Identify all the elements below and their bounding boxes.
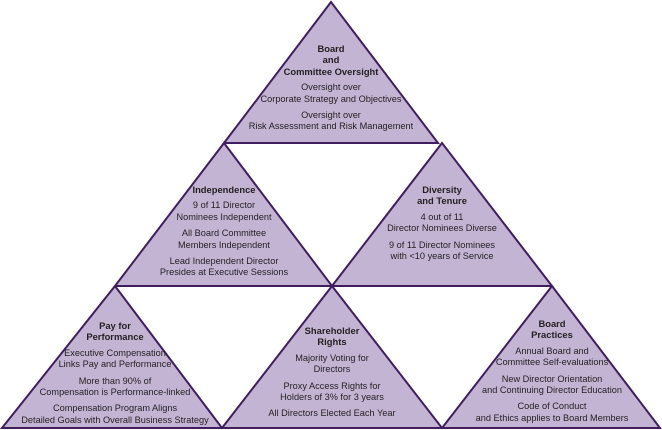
section-item-line: Compensation Program Aligns: [52, 403, 178, 414]
section-title-line: Board: [538, 318, 566, 329]
section-item-line: Corporate Strategy and Objectives: [260, 93, 402, 104]
section-item-line: 9 of 11 Director: [192, 200, 256, 211]
section-title: Independence: [160, 184, 288, 195]
section-item-line: 4 out of 11: [420, 211, 464, 222]
section-item: All Directors Elected Each Year: [268, 408, 395, 419]
section-item-line: Oversight over: [301, 110, 361, 121]
section-title-line: Pay for: [99, 320, 131, 331]
section-item-line: Annual Board and: [515, 345, 589, 356]
section-title-line: Practices: [531, 329, 573, 341]
section-item-line: Director Nominees Diverse: [387, 223, 497, 234]
section-item-line: Detailed Goals with Overall Business Str…: [21, 414, 209, 425]
section-item-line: All Directors Elected Each Year: [268, 408, 396, 419]
section-item-line: Presides at Executive Sessions: [159, 267, 289, 278]
section-item-line: Code of Conduct: [517, 401, 587, 412]
section-item-line: 9 of 11 Director Nominees: [388, 239, 496, 250]
section-title-line: Committee Oversight: [283, 65, 379, 77]
section-item-line: Compensation is Performance-linked: [39, 387, 191, 398]
section-title-line: Diversity: [422, 184, 462, 195]
section-title-line: Independence: [192, 184, 256, 195]
section-item-line: All Board Committee: [181, 228, 267, 239]
section-item-line: Proxy Access Rights for: [283, 380, 381, 391]
section-item-line: and Ethics applies to Board Members: [475, 412, 629, 423]
section-item-line: Executive Compensation: [64, 347, 166, 358]
section-title-line: Board: [317, 43, 345, 54]
section-item-line: with <10 years of Service: [390, 251, 494, 262]
section-item-line: Committee Self-evaluations: [495, 357, 609, 368]
section-title-line: and: [322, 54, 340, 66]
section-item-line: Directors: [313, 364, 351, 375]
triangle-shareholder-rights: [219, 284, 445, 429]
section-item-line: Holders of 3% for 3 years: [280, 392, 384, 403]
triangle-independence: [112, 141, 335, 287]
section-item-line: Nominees Independent: [176, 211, 272, 222]
section-title-line: Performance: [86, 331, 144, 343]
section-title-line: Rights: [317, 336, 347, 348]
section-title-line: and Tenure: [417, 195, 467, 207]
triangle-diversity-tenure: [329, 141, 555, 287]
section-item-line: Members Independent: [178, 239, 270, 250]
section-item-line: New Director Orientation: [501, 373, 603, 384]
section-item-line: and Continuing Director Education: [482, 385, 622, 396]
section-item-line: Risk Assessment and Risk Management: [248, 121, 414, 132]
section-item-line: Links Pay and Performance: [58, 359, 172, 370]
section-title-line: Shareholder: [304, 325, 360, 336]
triangle-pay-for-performance: [0, 284, 225, 429]
section-item-line: More than 90% of: [78, 375, 152, 386]
section-item-line: Majority Voting for: [295, 352, 369, 363]
section-item-line: Oversight over: [301, 82, 361, 93]
triangle-board-practices: [439, 284, 662, 429]
section-item-line: Lead Independent Director: [169, 256, 279, 267]
triangle-board-committee-oversight: [221, 0, 441, 144]
